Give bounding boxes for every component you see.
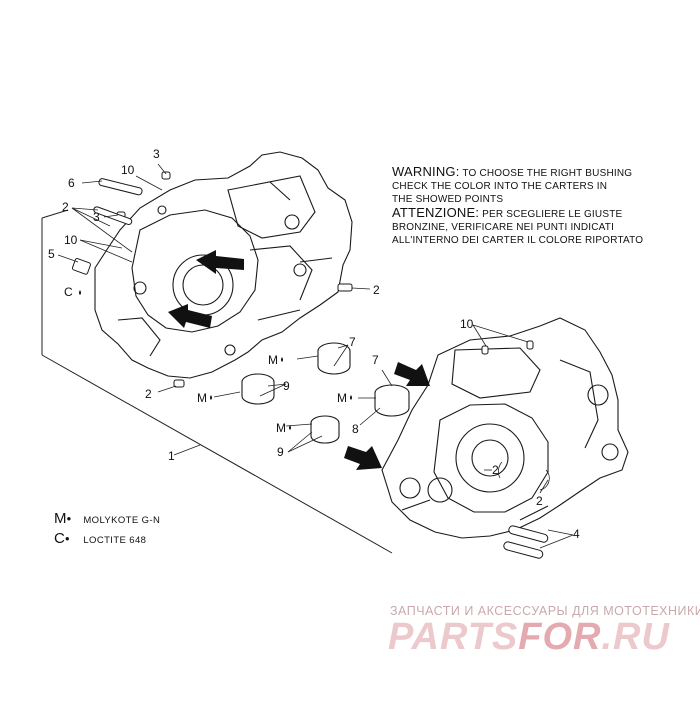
- warning-block: WARNING: TO CHOOSE THE RIGHT BUSHING CHE…: [392, 165, 643, 247]
- callout-8: 8: [352, 422, 359, 436]
- arrow-left-upper: [196, 250, 244, 274]
- callout-3-top: 3: [153, 147, 160, 161]
- bushing-7-left: [317, 342, 351, 375]
- bush-5: [71, 258, 91, 275]
- warning-en-line1: WARNING: TO CHOOSE THE RIGHT BUSHING: [392, 164, 633, 179]
- warning-en-line3: THE SHOWED POINTS: [392, 194, 504, 205]
- pin-4-a: [508, 525, 549, 543]
- callout-10-right: 10: [460, 317, 474, 331]
- legend-symbol-c: C●: [54, 530, 70, 547]
- callout-2-right: 2: [373, 283, 380, 297]
- callout-10-top: 10: [121, 163, 135, 177]
- callout-6: 6: [68, 176, 75, 190]
- callout-m-left: M: [268, 353, 278, 367]
- callout-1: 1: [168, 449, 175, 463]
- warning-it-head: ATTENZIONE:: [392, 205, 480, 220]
- plug-10-a: [481, 345, 489, 355]
- arrow-left-lower: [168, 304, 212, 328]
- bushings: [241, 342, 410, 444]
- callout-2-far-right: 2: [536, 494, 543, 508]
- dowel-2-right: [337, 283, 353, 292]
- legend-symbol-m: M●: [54, 510, 72, 527]
- callout-9-left: 9: [283, 379, 290, 393]
- callout-3-mid: 3: [93, 210, 100, 224]
- dowel-2-bottom: [173, 379, 185, 388]
- arrow-right-upper: [394, 362, 430, 386]
- callout-7-right: 7: [372, 353, 379, 367]
- legend-text-molykote: MOLYKOTE G-N: [83, 515, 161, 526]
- dowel-6: [98, 178, 143, 196]
- warning-it-line1: ATTENZIONE: PER SCEGLIERE LE GIUSTE: [392, 205, 623, 220]
- plug-10-b: [526, 340, 534, 350]
- callout-numbers: 3 10 6 2 3 10 5 C 2 7 M 9 M 2 7 M 8 M 9 …: [48, 147, 580, 541]
- watermark-logo: PARTSFOR.RU: [388, 616, 670, 658]
- arrow-right-lower: [344, 446, 382, 470]
- bushing-9-left: [241, 373, 275, 405]
- watermark-tagline: ЗАПЧАСТИ И АКСЕССУАРЫ ДЛЯ МОТОТЕХНИКИ: [390, 604, 700, 618]
- callout-10-mid: 10: [64, 233, 78, 247]
- callout-m-bottom: M: [276, 421, 286, 435]
- right-crankcase-half: [381, 317, 629, 539]
- pin-4-b: [503, 541, 544, 559]
- warning-it-line2: BRONZINE, VERIFICARE NEI PUNTI INDICATI: [392, 222, 615, 233]
- lubricant-drops: [79, 290, 352, 430]
- warning-en-line2: CHECK THE COLOR INTO THE CARTERS IN: [392, 181, 608, 192]
- legend-text-loctite: LOCTITE 648: [83, 535, 147, 546]
- callout-7-left: 7: [349, 335, 356, 349]
- legend-loctite: C● LOCTITE 648: [54, 530, 146, 547]
- plug-3-top: [161, 171, 171, 180]
- warning-it-line3: ALL'INTERNO DEI CARTER IL COLORE RIPORTA…: [392, 235, 644, 246]
- callout-2-center: 2: [492, 463, 499, 477]
- warning-en-head: WARNING:: [392, 164, 460, 179]
- callout-m-right: M: [337, 391, 347, 405]
- leader-lines: [57, 163, 574, 549]
- bushing-7-right: [374, 384, 410, 417]
- frame-lines: [41, 209, 393, 554]
- callout-m-lower: M: [197, 391, 207, 405]
- drop-icon: ●: [64, 534, 70, 543]
- callout-9-right: 9: [277, 445, 284, 459]
- callout-2-upper: 2: [62, 200, 69, 214]
- callout-5: 5: [48, 247, 55, 261]
- drop-icon: ●: [66, 514, 72, 523]
- indicator-arrows: [168, 250, 430, 470]
- callout-4: 4: [573, 527, 580, 541]
- legend-molykote: M● MOLYKOTE G-N: [54, 510, 160, 527]
- callout-c: C: [64, 285, 73, 299]
- callout-2-bottom: 2: [145, 387, 152, 401]
